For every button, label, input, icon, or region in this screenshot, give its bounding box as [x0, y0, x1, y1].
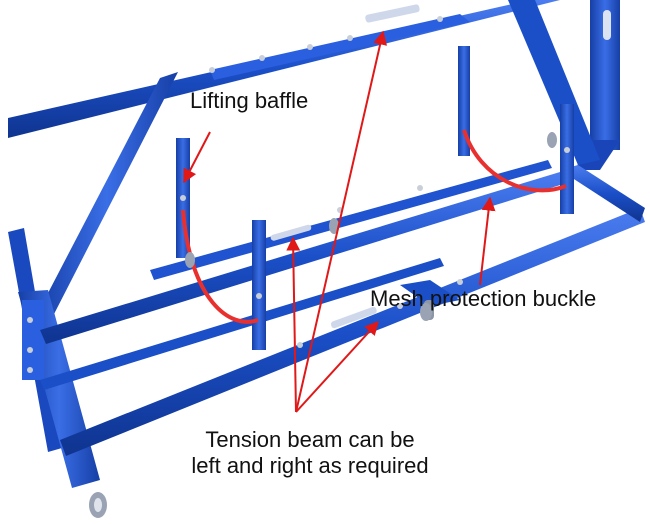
caster-wheels [89, 132, 557, 518]
left-frame [8, 72, 178, 488]
arrow-tension-middle [286, 236, 301, 413]
arrow-lifting-baffle [183, 131, 211, 184]
arrow-tension-bottom [295, 320, 379, 413]
bottom-rails [40, 160, 645, 456]
label-mesh-protection-buckle: Mesh protection buckle [370, 286, 597, 311]
arrow-mesh-buckle [479, 196, 496, 286]
right-baffle [458, 46, 574, 214]
label-tension-beam-line2: left and right as required [191, 453, 429, 478]
label-lifting-baffle: Lifting baffle [190, 88, 309, 113]
arrow-tension-top [295, 30, 388, 413]
label-tension-beam-line1: Tension beam can be [205, 427, 415, 452]
annotation-arrows [183, 30, 496, 413]
top-beam [8, 0, 560, 138]
label-tension-beam: Tension beam can be left and right as re… [150, 427, 470, 479]
rear-diagonal [508, 0, 600, 165]
